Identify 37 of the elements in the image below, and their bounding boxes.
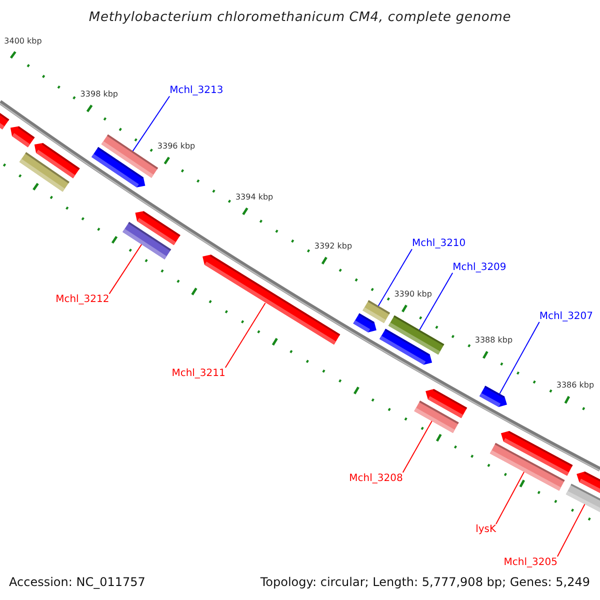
gene-feature [101, 134, 158, 178]
gene-feature [490, 442, 565, 491]
leader-line [402, 420, 432, 474]
gene-label: Mchl_3207 [539, 311, 594, 322]
leader-line [224, 302, 266, 368]
scale-label: 3390 kbp [394, 289, 432, 298]
scale-label: 3396 kbp [157, 142, 196, 151]
gene-label: Mchl_3209 [452, 262, 506, 273]
scale-label: 3388 kbp [474, 336, 513, 345]
leader-line [108, 244, 142, 294]
gene-label: Mchl_3213 [170, 85, 224, 96]
gene-label: lysK [476, 524, 496, 535]
diagram-title: Methylobacterium chloromethanicum CM4, complete genome [88, 9, 512, 26]
genome-summary: Topology: circular; Length: 5,777,908 bp; Genes: 5,249 [260, 575, 590, 589]
leader-line [499, 322, 540, 394]
accession-label: Accession: NC_011757 [9, 575, 146, 589]
gene-label: Mchl_3210 [412, 238, 466, 250]
scale-label: 3386 kbp [556, 380, 594, 390]
gene-feature [566, 484, 600, 512]
gene-feature [362, 300, 390, 324]
gene-label: Mchl_3208 [349, 472, 403, 484]
gene-label: Mchl_3212 [56, 294, 110, 305]
scale-label: 3394 kbp [235, 192, 274, 202]
gene-label: Mchl_3205 [504, 556, 558, 568]
gene-feature [414, 400, 459, 433]
scale-label: 3400 kbp [4, 36, 42, 46]
gene-feature [202, 254, 340, 345]
scale-label: 3398 kbp [80, 90, 118, 99]
leader-line [496, 472, 525, 524]
scale-label: 3392 kbp [314, 242, 352, 251]
leader-line [419, 272, 454, 330]
gene-feature [479, 386, 507, 407]
leader-line [132, 96, 170, 152]
gene-feature [122, 222, 172, 260]
leader-line [378, 248, 412, 306]
gene-feature [388, 315, 444, 355]
gene-label: Mchl_3211 [172, 368, 226, 379]
